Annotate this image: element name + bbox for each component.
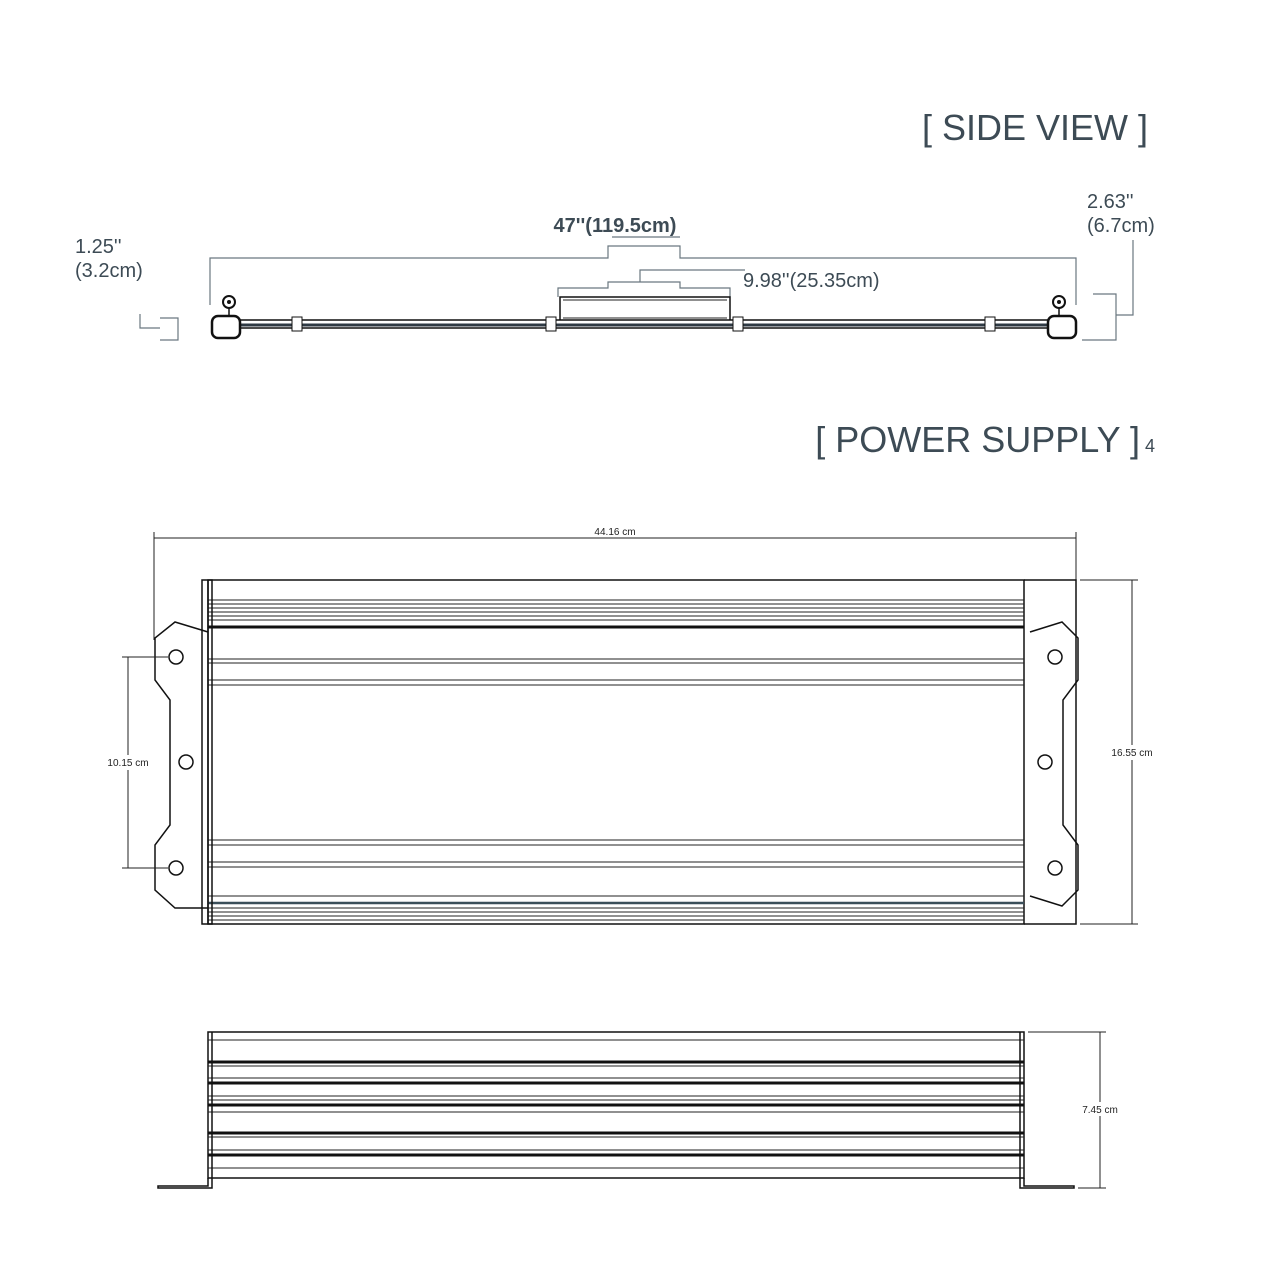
heat-sink-fins-bottom [208,839,1024,921]
depth-label: 7.45 cm [1082,1105,1118,1116]
mounting-hole [1037,754,1053,770]
left-mounting-flange [154,579,213,925]
side-fins [208,1039,1024,1169]
height-dimension: 16.55 cm [1080,579,1153,925]
mounting-hole [168,860,184,876]
hole-spacing-label: 10.15 cm [107,758,148,769]
right-mounting-flange [1024,579,1079,925]
mounting-hole [1047,649,1063,665]
side-view-section: [ SIDE VIEW ] 47''(119.5cm) 9.98''(25.35… [75,107,1155,341]
length-label: 47''(119.5cm) [554,215,677,237]
left-height-dimension: 1.25'' (3.2cm) [75,236,179,341]
left-height-label-1: 1.25'' [75,236,122,258]
power-supply-section: [ POWER SUPPLY ] 4 [815,419,1155,460]
power-supply-top-view: 44.16 cm [107,527,1153,925]
length-dimension: 47''(119.5cm) [209,215,1077,305]
side-view-title: [ SIDE VIEW ] [922,107,1148,148]
ballast-dimension: 9.98''(25.35cm) [557,269,880,297]
height-label: 16.55 cm [1111,748,1152,759]
light-bar-profile [210,295,1078,340]
right-height-dimension: 2.63'' (6.7cm) [1082,191,1155,341]
power-supply-side-view: 7.45 cm [157,1031,1118,1189]
hole-spacing-dimension: 10.15 cm [107,656,168,869]
width-label: 44.16 cm [594,527,635,538]
left-height-label-2: (3.2cm) [75,260,143,282]
right-height-label-1: 2.63'' [1087,191,1134,213]
right-height-label-2: (6.7cm) [1087,215,1155,237]
power-supply-title-suffix: 4 [1145,436,1155,456]
left-foot [157,1178,213,1189]
right-foot [1019,1178,1075,1189]
ballast-label: 9.98''(25.35cm) [743,270,880,292]
heat-sink-fins-top [208,599,1024,686]
mounting-hole [168,649,184,665]
mounting-hole [178,754,194,770]
mounting-hole [1047,860,1063,876]
depth-dimension: 7.45 cm [1028,1031,1118,1189]
power-supply-title: [ POWER SUPPLY ] [815,419,1140,460]
